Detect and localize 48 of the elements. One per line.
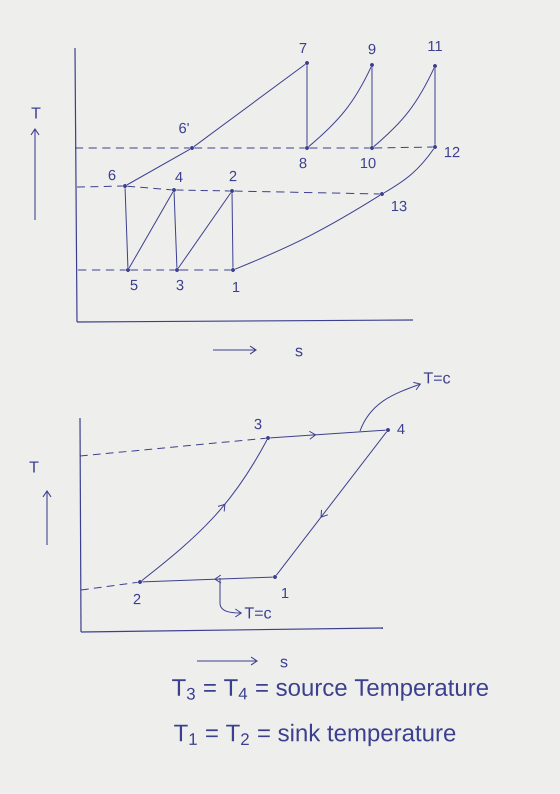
state-number: 1 <box>233 282 240 292</box>
leader-arrow <box>360 382 422 432</box>
state-number: 11 <box>428 40 442 52</box>
process-line <box>308 66 372 148</box>
process-line <box>174 192 178 268</box>
guide-line <box>76 186 124 188</box>
process-line <box>373 68 435 148</box>
leader-arrow <box>220 578 242 618</box>
axis-label: s <box>280 658 288 668</box>
guide-line <box>234 190 380 194</box>
state-number: 3 <box>254 418 262 430</box>
state-number: 13 <box>392 200 406 212</box>
guide-line <box>80 582 138 590</box>
isotherm-label: T=c <box>424 372 450 384</box>
state-number: 1 <box>282 588 288 598</box>
guide-line <box>374 146 434 148</box>
state-number: 2 <box>134 594 140 604</box>
guide-line <box>80 438 266 456</box>
note-text: T$_{1}$ = T$_{2}$ = sink temperature <box>174 724 456 746</box>
process-line <box>128 191 174 269</box>
process-line <box>178 192 232 269</box>
state-number: 4 <box>175 172 183 182</box>
state-number: 6' <box>179 122 189 134</box>
axis-label: s <box>295 348 302 356</box>
state-number: 6 <box>108 170 116 180</box>
state-number: 2 <box>230 170 236 182</box>
state-number: 9 <box>368 44 376 54</box>
axis-label: T <box>31 108 41 119</box>
state-number: 12 <box>444 146 460 158</box>
state-number: 5 <box>130 280 138 290</box>
isotherm-label: T=c <box>244 607 272 619</box>
note-text: T$_{3}$ = T$_{4}$ = source Temperature <box>172 679 488 701</box>
process-line <box>383 148 434 194</box>
process-line <box>232 192 234 268</box>
process-line <box>126 148 191 186</box>
state-number: 3 <box>176 280 184 290</box>
state-number: 7 <box>300 42 306 54</box>
process-line <box>193 64 306 148</box>
process-line <box>306 64 308 146</box>
process-line <box>434 68 436 146</box>
state-number: 8 <box>300 158 306 168</box>
state-number: 4 <box>397 424 405 434</box>
axis-label: T <box>29 462 39 472</box>
guide-line <box>126 186 172 190</box>
process-line <box>124 188 128 268</box>
process-line <box>234 194 381 270</box>
state-number: 10 <box>360 158 376 168</box>
guide-line <box>176 190 230 192</box>
